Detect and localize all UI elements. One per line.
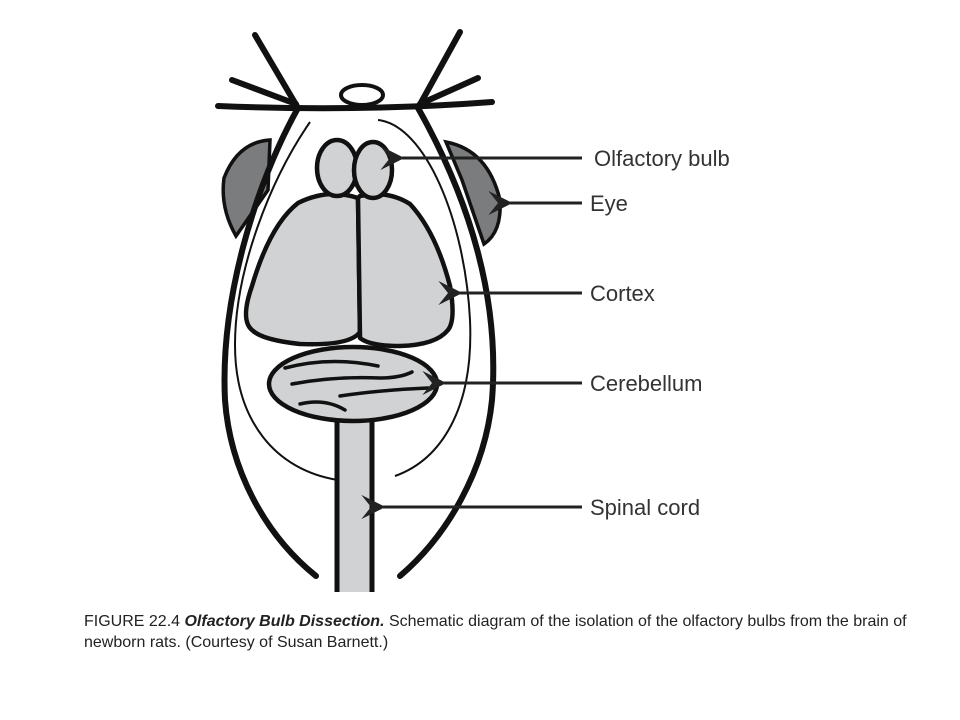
- left-olfactory-bulb-shape: [314, 137, 360, 199]
- left-eye-shape: [221, 138, 272, 240]
- callout-arrows: [361, 146, 582, 519]
- label-cortex: Cortex: [590, 281, 655, 306]
- label-cerebellum: Cerebellum: [590, 371, 703, 396]
- caption-text: Schematic diagram of the isolation of th…: [84, 613, 907, 651]
- label-eye: Eye: [590, 191, 628, 216]
- skull-outline-right: [397, 105, 497, 579]
- skull-inner-line: [233, 121, 339, 481]
- cerebellum-folds: [283, 359, 430, 412]
- spinal-cord-shape: [336, 405, 372, 592]
- right-olfactory-bulb-shape: [351, 139, 395, 201]
- left-cortex-shape: [243, 191, 363, 347]
- label-olfactory-bulb: Olfactory bulb: [594, 146, 730, 171]
- right-cortex-shape: [355, 192, 455, 349]
- figure-caption: FIGURE 22.4 Olfactory Bulb Dissection. S…: [84, 611, 924, 653]
- whiskers: [215, 29, 495, 112]
- skull-inner-line-right: [377, 119, 472, 477]
- skull-outline-left: [221, 105, 319, 579]
- nose-shape: [339, 83, 385, 107]
- label-spinal-cord: Spinal cord: [590, 495, 700, 520]
- caption-title: Olfactory Bulb Dissection.: [184, 613, 385, 630]
- caption-figure-number: FIGURE 22.4: [84, 613, 181, 630]
